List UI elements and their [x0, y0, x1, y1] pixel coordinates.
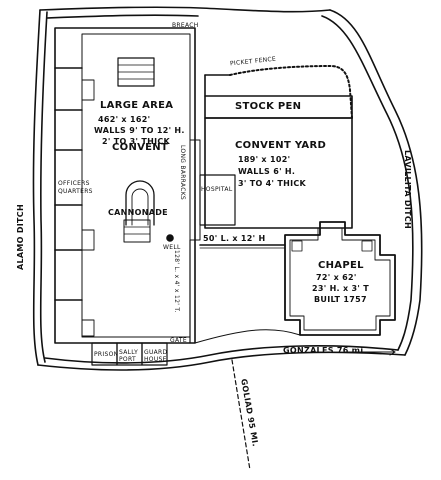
label-quarters: QUARTERS	[58, 188, 93, 195]
bottom-ditch-outer	[37, 351, 406, 371]
chapel-outline	[284, 221, 396, 336]
label-breach: BREACH	[172, 22, 199, 29]
label-chapel-walls: 23' H. x 3' T	[312, 284, 369, 293]
guard-house-room	[141, 342, 168, 366]
label-barracks: LONG BARRACKS	[179, 145, 186, 201]
label-chapel: CHAPEL	[318, 260, 364, 271]
label-convent: CONVENT	[112, 142, 169, 153]
label-officers: OFFICERS	[58, 180, 90, 187]
label-well: WELL	[163, 244, 181, 251]
label-guard-house: GUARD HOUSE	[144, 349, 168, 363]
label-prison: PRISON	[94, 351, 119, 358]
label-large-area-thick: 2' TO 3' THICK	[102, 137, 171, 146]
label-convent-yard-thick: 3' TO 4' THICK	[238, 179, 307, 188]
label-large-area-size: 462' x 162'	[98, 115, 151, 124]
alamo-ditch-line-inner	[39, 11, 48, 363]
label-gonzales: GONZALES 76 mi.	[283, 346, 367, 355]
label-convent-yard: CONVENT YARD	[235, 140, 327, 151]
hospital	[199, 174, 236, 226]
label-chapel-built: BUILT 1757	[314, 295, 367, 304]
label-hospital: HOSPITAL	[201, 186, 233, 193]
lavillita-ditch-inner	[321, 15, 414, 351]
top-ditch-line-2	[46, 14, 199, 19]
well-icon	[166, 234, 174, 242]
label-lavillita-ditch: LAVILLITA DITCH	[403, 150, 412, 230]
label-wall-50: 50' L. x 12' H	[203, 234, 266, 243]
label-alamo-ditch: ALAMO DITCH	[16, 204, 25, 270]
lavillita-ditch-outer	[329, 9, 423, 356]
picket-fence	[229, 65, 353, 119]
label-stock-pen: STOCK PEN	[235, 101, 302, 112]
palisade	[194, 329, 301, 344]
convent-yard	[204, 117, 353, 229]
label-south-wall: 128' L. x 4' x 12' T.	[173, 250, 180, 313]
label-convent-yard-size: 189' x 102'	[238, 155, 291, 164]
bottom-ditch-inner	[44, 345, 399, 364]
label-chapel-size: 72' x 62'	[316, 273, 357, 282]
label-convent-yard-walls: WALLS 6' H.	[238, 167, 296, 176]
label-gate: GATE	[170, 337, 187, 344]
label-sally-port: SALLY PORT	[119, 349, 139, 363]
goliad-road	[231, 359, 251, 471]
label-large-area: LARGE AREA	[100, 100, 174, 111]
cannonade-arch	[125, 180, 155, 226]
label-large-area-walls: WALLS 9' TO 12' H.	[94, 126, 185, 135]
label-cannonade: CANNONADE	[108, 208, 168, 217]
alamo-ditch-line-outer	[32, 9, 41, 366]
top-ditch-line	[39, 6, 331, 13]
